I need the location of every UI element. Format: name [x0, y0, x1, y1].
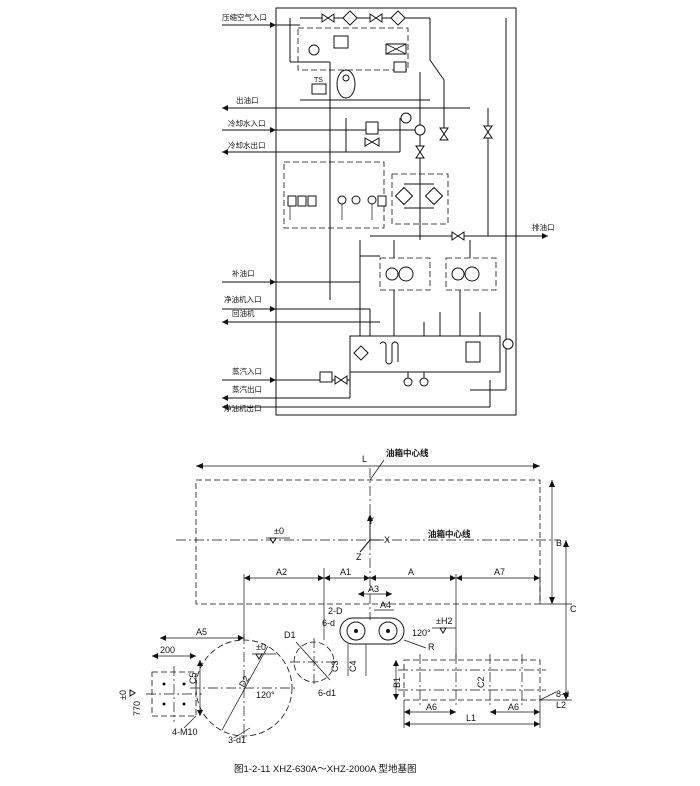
- tank-centerline-label-top: 油箱中心线: [386, 448, 429, 458]
- dim-R: R: [428, 642, 435, 652]
- dim-D1: D1: [284, 630, 296, 640]
- dim-6-d: 6-d: [322, 618, 335, 628]
- dim-A6-right: A6: [508, 702, 519, 712]
- dim-A2: A2: [276, 567, 287, 577]
- oil-pump-units: [360, 240, 497, 336]
- anchor-pad: 200 ±0 770 4-M10: [118, 645, 202, 737]
- pump-icon: [398, 266, 414, 282]
- port-make-up-oil: 补油口: [222, 268, 276, 285]
- dim-A3: A3: [368, 584, 379, 594]
- port-compressed-air-in: 压缩空气入口: [222, 12, 300, 28]
- dim-A6-left: A6: [426, 702, 437, 712]
- pump-base-plate: 2-D 6-d ±H2 120° R C3 C4: [322, 606, 456, 676]
- dim-770: 770: [132, 701, 142, 716]
- port-cooling-water-out: 冷却水出口: [222, 140, 276, 155]
- port-purifier-out: 净油机出口: [222, 403, 276, 413]
- ts-label: TS: [314, 77, 323, 84]
- port-steam-in: 蒸汽入口: [222, 366, 276, 383]
- port-label: 冷却水入口: [228, 118, 266, 128]
- instrument-panel: [283, 161, 387, 229]
- angle-120-left: 120°: [256, 690, 275, 700]
- port-label: 排油口: [532, 222, 555, 232]
- level-zero: ±0: [274, 526, 284, 536]
- port-return-oil: 回油机: [222, 308, 276, 325]
- port-label: 补油口: [232, 268, 255, 278]
- dim-6-d1: 6-d1: [318, 688, 336, 698]
- dim-B: B: [556, 538, 562, 548]
- dim-A4: A4: [380, 600, 391, 610]
- pump-icon: [464, 266, 480, 282]
- dim-L: L: [362, 454, 367, 464]
- duplex-filter-block: [391, 173, 449, 225]
- port-label: 净油机出口: [224, 403, 262, 413]
- dim-A1: A1: [340, 567, 351, 577]
- tank-outline: [195, 479, 541, 605]
- port-label: 出油口: [236, 95, 259, 105]
- dim-C3: C3: [330, 660, 340, 672]
- port-cooling-water-in: 冷却水入口: [222, 118, 276, 133]
- tank-base-pad: B1 C2 8-d L2 A6 A6 L1: [392, 654, 569, 728]
- port-label: 蒸汽入口: [232, 366, 262, 376]
- port-label: 压缩空气入口: [222, 12, 267, 22]
- dim-C4: C4: [348, 660, 358, 672]
- large-round-foundation: D2 120° C5 3-d1: [188, 634, 298, 745]
- port-purifier-in: 净油机入口: [222, 294, 276, 312]
- port-drain: 排油口: [488, 222, 555, 239]
- dim-3-d1: 3-d1: [228, 735, 246, 745]
- dim-L1: L1: [466, 713, 476, 723]
- dim-B1: B1: [392, 677, 402, 688]
- steam-line: [276, 371, 506, 408]
- port-label: 蒸汽出口: [232, 384, 262, 394]
- dim-C: C: [570, 604, 577, 614]
- port-label: 净油机入口: [224, 294, 262, 304]
- foundation-plan: L 油箱中心线 油箱中心线 Y X Z ±0 B C: [118, 448, 577, 745]
- small-round-foundation: D1 6-d1: [284, 630, 338, 698]
- axis-Y: Y: [368, 516, 374, 526]
- port-label: 冷却水出口: [228, 140, 266, 150]
- port-label: 回油机: [232, 308, 255, 318]
- dim-2-D: 2-D: [328, 606, 343, 616]
- axis-Z: Z: [356, 552, 362, 562]
- temperature-switch-block: TS: [311, 69, 356, 99]
- dim-200: 200: [160, 645, 175, 655]
- dim-C5: C5: [188, 672, 198, 684]
- figure-caption: 图1-2-11 XHZ-630A～XHZ-2000A 型地基图: [234, 763, 417, 775]
- dim-A7: A7: [494, 567, 505, 577]
- level-zero-left: ±0: [256, 642, 266, 652]
- level-zero-770: ±0: [118, 690, 128, 700]
- dim-4-M10: 4-M10: [172, 727, 198, 737]
- port-steam-out: 蒸汽出口: [222, 384, 276, 401]
- oil-tank: [349, 312, 514, 387]
- level-H2: ±H2: [436, 616, 452, 626]
- dim-D2: D2: [237, 674, 251, 689]
- cooler-icon: [414, 124, 426, 136]
- axis-X: X: [384, 535, 390, 545]
- dim-C2: C2: [476, 676, 486, 688]
- port-oil-out: 出油口: [222, 95, 276, 111]
- dim-L2: L2: [556, 700, 566, 710]
- angle-120-right: 120°: [412, 628, 431, 638]
- dim-8-d: 8-d: [556, 689, 569, 699]
- dim-A: A: [408, 567, 414, 577]
- accumulator-icon: [336, 69, 356, 99]
- dim-A5: A5: [196, 627, 207, 637]
- air-supply-line: [289, 10, 431, 101]
- schematic-frame: [275, 7, 517, 416]
- oil-system-schematic: 压缩空气入口 出油口 冷却水入口 冷却水出口 补油口 净油机入口 回油机: [222, 7, 555, 416]
- cooling-water-circuit: [276, 112, 426, 153]
- tank-centerline-label-mid: 油箱中心线: [428, 529, 471, 539]
